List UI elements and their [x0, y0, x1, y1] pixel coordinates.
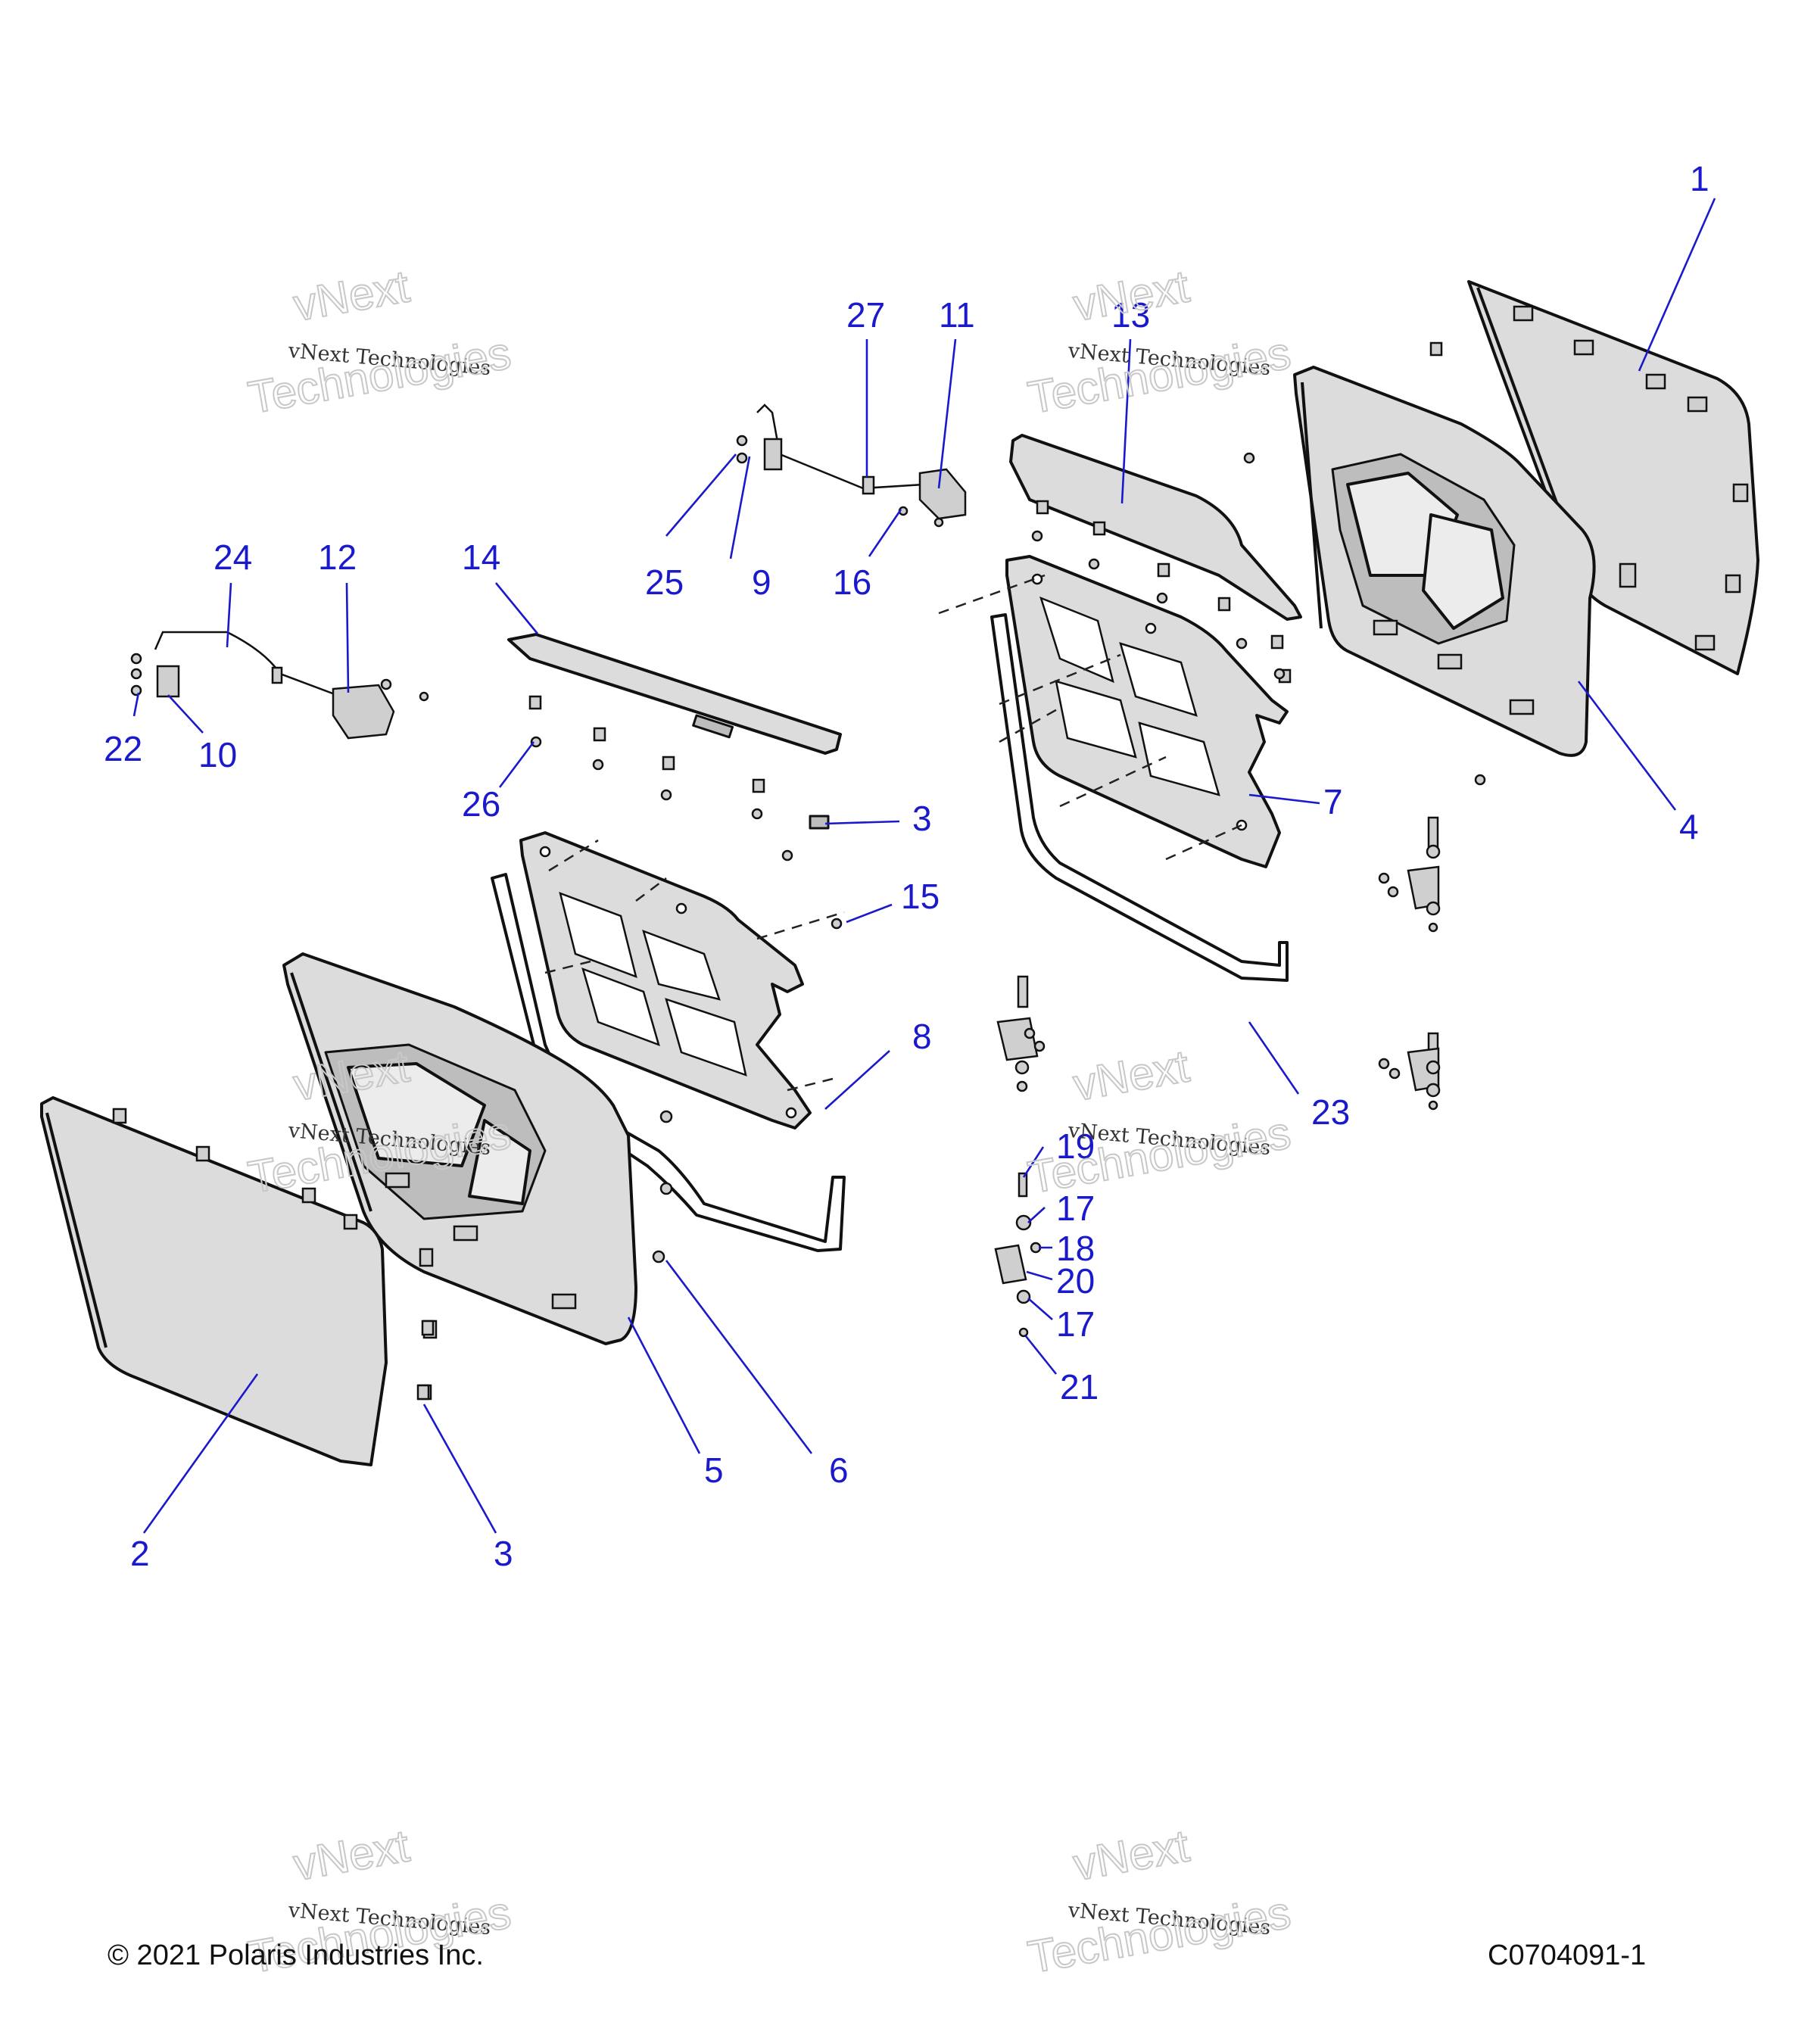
- watermark-6-line3: Technologies: [1024, 1887, 1295, 1983]
- callout-3b[interactable]: 3: [494, 1534, 513, 1573]
- watermark-4-line3: Technologies: [1024, 1107, 1295, 1203]
- callout-27[interactable]: 27: [846, 295, 885, 335]
- watermark-4: vNext vNext Technologies Technologies: [1024, 1039, 1295, 1204]
- part-14-left-upper-trim[interactable]: [507, 633, 842, 755]
- watermark-1-line3: Technologies: [245, 327, 515, 423]
- callout-16[interactable]: 16: [833, 562, 871, 602]
- fastener-hardware: [416, 341, 1486, 1401]
- leader-lines: [132, 198, 1716, 1534]
- callout-25[interactable]: 25: [645, 562, 684, 602]
- callout-9[interactable]: 9: [752, 562, 771, 602]
- watermark-6: vNext vNext Technologies Technologies: [1024, 1819, 1295, 1983]
- watermark-2: vNext vNext Technologies Technologies: [1024, 260, 1295, 424]
- callout-24[interactable]: 24: [213, 537, 252, 577]
- watermark-5-line1: vNext: [290, 1820, 413, 1890]
- callout-26[interactable]: 26: [462, 784, 500, 824]
- hinge-right-lower[interactable]: [1378, 1032, 1441, 1111]
- callout-13[interactable]: 13: [1111, 295, 1150, 335]
- hinge-right-upper[interactable]: [1378, 816, 1441, 933]
- watermark-4-line1: vNext: [1070, 1040, 1193, 1111]
- part-13-right-upper-trim[interactable]: [1009, 434, 1302, 621]
- watermark-1: vNext vNext Technologies Technologies: [244, 260, 516, 424]
- callout-8[interactable]: 8: [912, 1017, 932, 1056]
- callout-6[interactable]: 6: [829, 1450, 849, 1490]
- callout-labels: 1 27 11 13 25 9 16 24 12 14 22 10 26 3 1…: [104, 159, 1709, 1573]
- callout-14[interactable]: 14: [462, 537, 500, 577]
- callout-17b[interactable]: 17: [1056, 1304, 1095, 1344]
- part-7-right-door-frame[interactable]: [1005, 555, 1289, 868]
- watermark-1-line1: vNext: [290, 260, 413, 331]
- diagram-code: C0704091-1: [1488, 1940, 1646, 1971]
- callout-22[interactable]: 22: [104, 729, 142, 768]
- callout-23[interactable]: 23: [1311, 1092, 1350, 1132]
- latch-assembly-lower[interactable]: [130, 631, 429, 740]
- watermark-6-line1: vNext: [1070, 1820, 1193, 1890]
- callout-15[interactable]: 15: [901, 877, 940, 916]
- callout-19[interactable]: 19: [1056, 1126, 1095, 1166]
- callout-7[interactable]: 7: [1323, 782, 1343, 821]
- hinge-left-lower[interactable]: [996, 975, 1046, 1092]
- callout-21[interactable]: 21: [1060, 1367, 1099, 1407]
- part-4-right-inner-trim[interactable]: [1293, 366, 1596, 757]
- part-8-left-door-frame[interactable]: [519, 831, 812, 1129]
- hinge-assembly-17-21[interactable]: [994, 1172, 1042, 1338]
- copyright-text: © 2021 Polaris Industries Inc.: [108, 1940, 484, 1971]
- watermark-2-line3: Technologies: [1024, 327, 1295, 423]
- callout-2[interactable]: 2: [130, 1534, 150, 1573]
- explosion-lines: [544, 574, 1242, 1092]
- callout-5[interactable]: 5: [704, 1450, 724, 1490]
- callout-10[interactable]: 10: [198, 735, 237, 774]
- callout-20[interactable]: 20: [1056, 1261, 1095, 1301]
- callout-11[interactable]: 11: [939, 295, 975, 335]
- latch-assembly-upper[interactable]: [736, 404, 967, 528]
- watermark-2-line1: vNext: [1070, 260, 1193, 331]
- callout-1[interactable]: 1: [1690, 159, 1709, 198]
- part-23-right-door-seal[interactable]: [990, 613, 1289, 982]
- callout-18[interactable]: 18: [1056, 1229, 1095, 1268]
- callout-12[interactable]: 12: [318, 537, 357, 577]
- callout-17a[interactable]: 17: [1056, 1189, 1095, 1228]
- callout-4[interactable]: 4: [1679, 807, 1699, 846]
- callout-3a[interactable]: 3: [912, 799, 932, 838]
- part-5-left-inner-trim[interactable]: [282, 952, 637, 1345]
